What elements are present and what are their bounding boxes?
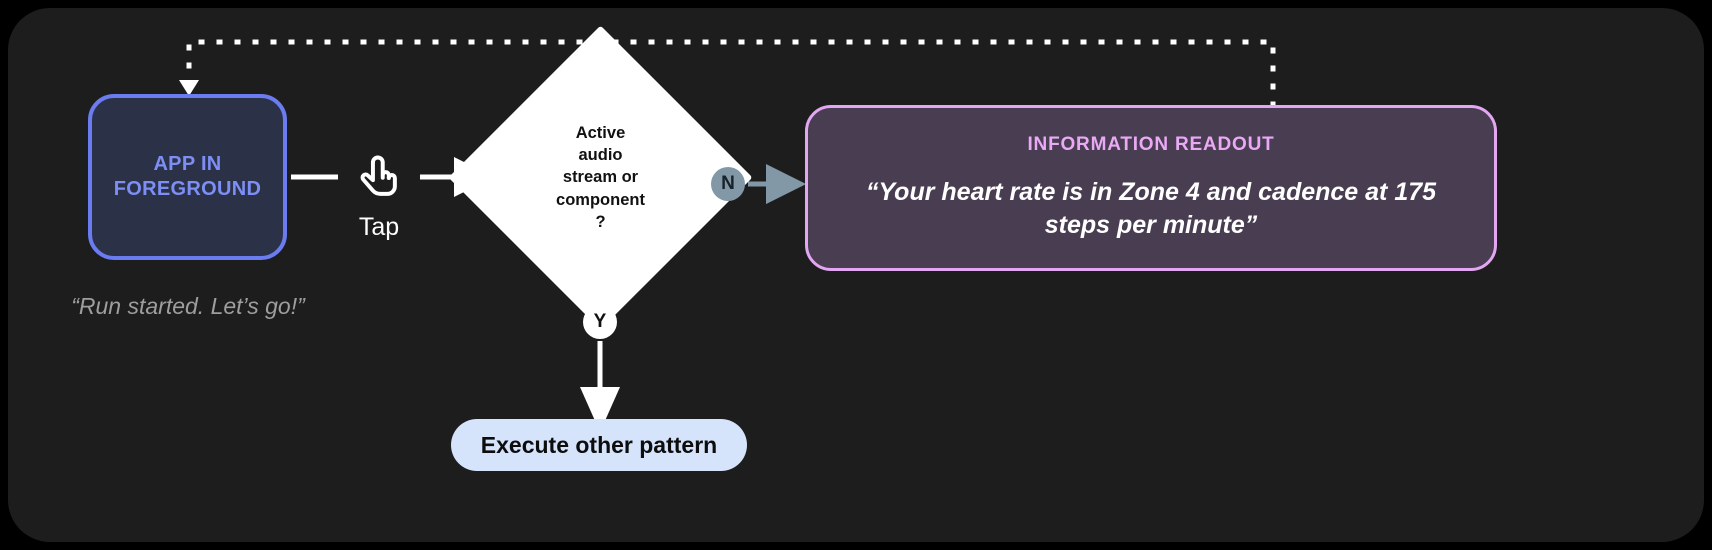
gesture-tap: Tap [338, 150, 420, 240]
branch-badge-yes: Y [583, 305, 617, 339]
gesture-tap-label: Tap [358, 213, 400, 241]
app-node-label: APP IN FOREGROUND [113, 153, 262, 200]
wire-return-loop [186, 39, 1276, 108]
diagram-canvas: APP IN FOREGROUND “Run started. Let’s go… [8, 8, 1704, 542]
readout-title: INFORMATION READOUT [1027, 133, 1275, 155]
decision-label: Active audio stream or component ? [556, 124, 645, 231]
readout-body: “Your heart rate is in Zone 4 and cadenc… [865, 177, 1437, 240]
app-node-caption: “Run started. Let’s go!” [71, 293, 305, 319]
node-execute-other-pattern[interactable]: Execute other pattern [451, 419, 747, 471]
connector-layer [179, 39, 1276, 432]
node-decision-audio-stream[interactable]: Active audio stream or component ? [448, 25, 753, 330]
tap-gesture-icon [360, 155, 397, 196]
node-app-in-foreground[interactable]: APP IN FOREGROUND [88, 94, 287, 260]
node-information-readout[interactable]: INFORMATION READOUT “Your heart rate is … [805, 105, 1497, 271]
diagram-frame: APP IN FOREGROUND “Run started. Let’s go… [8, 8, 1704, 542]
branch-badge-no: N [711, 167, 745, 201]
